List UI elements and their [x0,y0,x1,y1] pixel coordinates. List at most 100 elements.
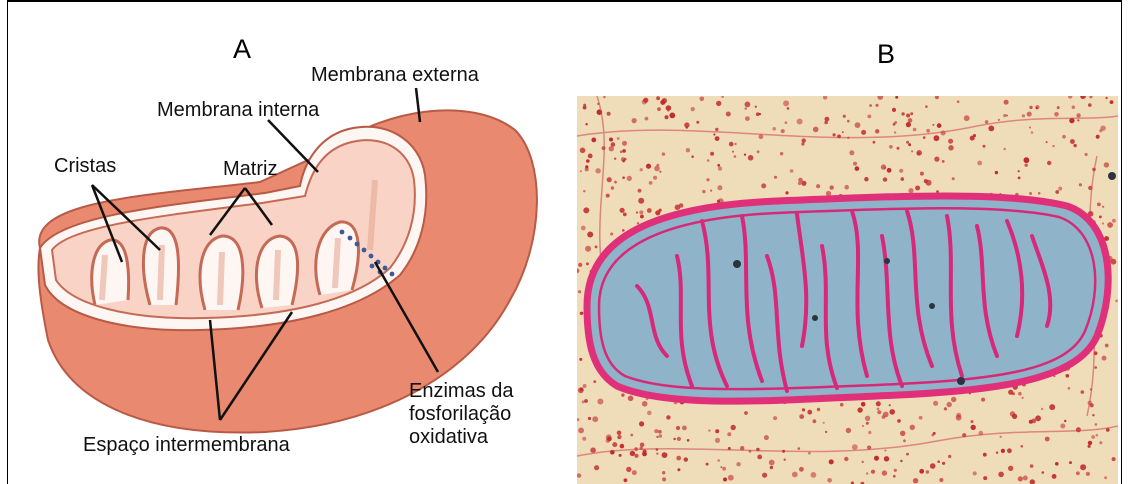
ribosome-granule [1003,148,1006,151]
ribosome-granule [1008,466,1013,471]
ribosome-granule [609,146,614,151]
ribosome-granule [1115,300,1118,303]
ribosome-granule [632,470,637,475]
ribosome-granule [620,208,625,213]
ribosome-granule [628,396,634,402]
ribosome-granule [855,166,860,171]
ribosome-granule [718,166,722,170]
ribosome-granule [931,434,934,437]
ribosome-granule [636,211,638,213]
ribosome-granule [623,213,627,217]
ribosome-granule [897,147,900,150]
ribosome-granule [942,462,945,465]
ribosome-granule [734,155,737,158]
ribosome-granule [1021,445,1024,448]
ribosome-granule [1096,434,1099,437]
ribosome-granule [1099,129,1102,132]
ribosome-granule [744,411,748,415]
ribosome-granule [957,100,960,103]
ribosome-granule [901,112,904,115]
ribosome-granule [893,123,896,126]
ribosome-granule [808,452,811,455]
ribosome-granule [952,177,955,180]
ribosome-granule [639,421,644,426]
ribosome-granule [983,476,987,480]
ribosome-granule [611,186,614,189]
ribosome-granule [1018,476,1023,481]
ribosome-granule [1095,423,1098,426]
ribosome-granule [640,215,644,219]
ribosome-granule [593,380,596,383]
ribosome-granule [1085,153,1088,156]
ribosome-granule [586,262,589,265]
ribosome-granule [1007,448,1012,453]
ribosome-granule [1096,135,1100,139]
ribosome-granule [930,463,936,469]
ribosome-granule [985,120,989,124]
ribosome-granule [640,443,645,448]
ribosome-granule [813,127,819,133]
ribosome-granule [594,465,599,470]
ribosome-granule [919,416,923,420]
ribosome-granule [865,416,870,421]
ribosome-granule [857,407,862,412]
label-enzymes-line2: fosforilação [409,403,514,426]
ribosome-granule [736,462,740,466]
ribosome-granule [971,425,976,430]
ribosome-granule [710,152,714,156]
ribosome-granule [585,246,591,252]
ribosome-granule [578,387,584,393]
ribosome-granule [1038,192,1041,195]
ribosome-granule [883,412,889,418]
ribosome-granule [580,148,586,154]
ribosome-granule [917,152,921,156]
ribosome-granule [646,164,651,169]
ribosome-granule [647,208,652,213]
ribosome-granule [1104,476,1107,479]
ribosome-granule [638,189,642,193]
ribosome-granule [823,422,825,424]
ribosome-granule [995,171,998,174]
ribosome-granule [937,460,940,463]
ribosome-granule [1112,457,1116,461]
ribosome-granule [1000,436,1002,438]
ribosome-granule [761,183,766,188]
electron-micrograph [577,96,1118,484]
ribosome-granule [926,129,930,133]
ribosome-granule [908,143,911,146]
ribosome-granule [906,453,909,456]
ribosome-granule [716,101,721,106]
ribosome-granule [1022,397,1024,399]
ribosome-granule [862,461,864,463]
ribosome-granule [981,398,985,402]
ribosome-granule [884,456,889,461]
ribosome-granule [691,107,695,111]
ribosome-granule [643,449,647,453]
ribosome-granule [861,130,866,135]
ribosome-granule [666,105,672,111]
ribosome-granule [876,401,881,406]
ribosome-granule [748,155,754,161]
ribosome-granule [1045,437,1050,442]
ribosome-granule [971,420,974,423]
ribosome-granule [1079,183,1082,186]
ribosome-granule [799,414,804,419]
ribosome-granule [1110,100,1114,104]
ribosome-granule [1046,141,1048,143]
ribosome-granule [583,207,589,213]
ribosome-granule [1099,441,1102,444]
ribosome-granule [877,410,881,414]
ribosome-granule [673,438,675,440]
ribosome-granule [620,444,625,449]
ribosome-granule [595,168,600,173]
ribosome-granule [622,229,625,232]
ribosome-granule [864,177,868,181]
ribosome-granule [634,454,638,458]
ribosome-granule [784,459,786,461]
ribosome-granule [1112,219,1116,223]
ribosome-granule [577,473,581,477]
ribosome-granule [882,470,887,475]
ribosome-granule [682,426,687,431]
ribosome-granule [1105,97,1107,99]
ribosome-granule [944,407,947,410]
